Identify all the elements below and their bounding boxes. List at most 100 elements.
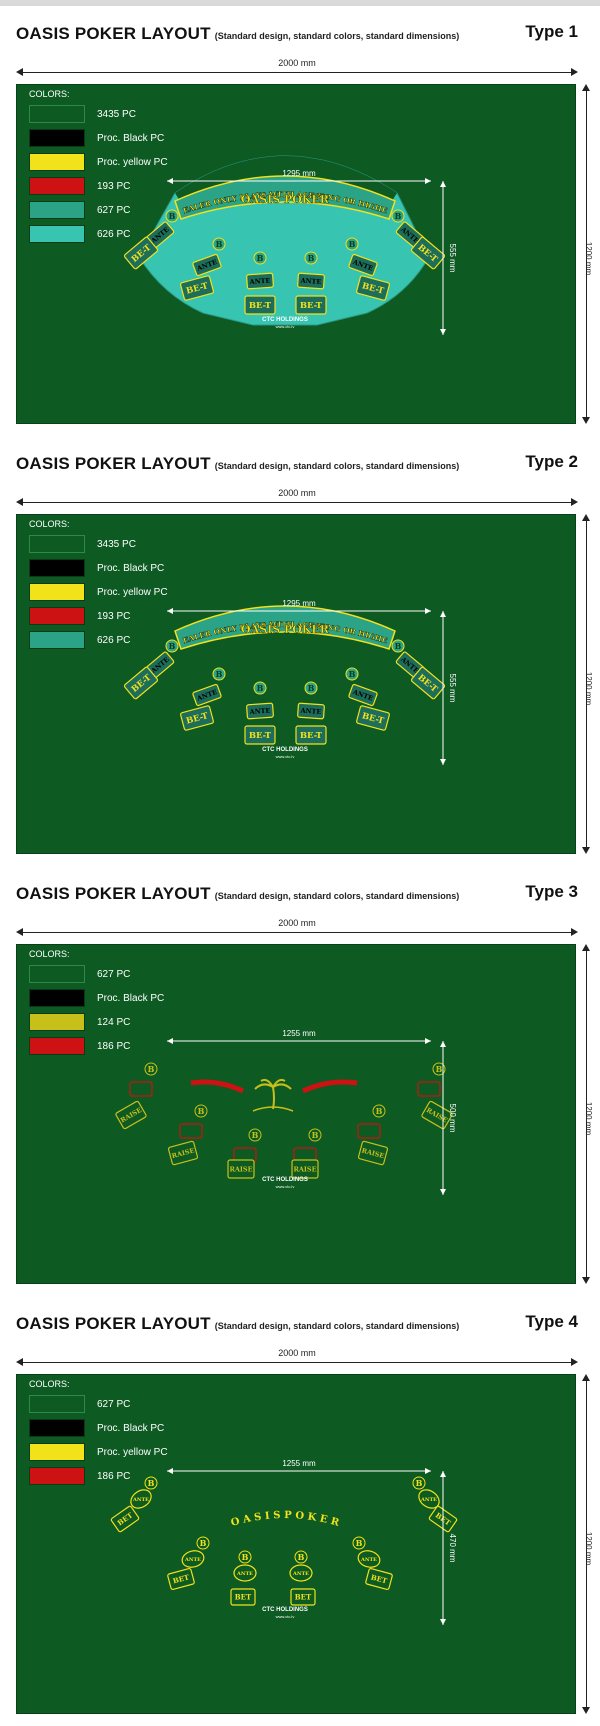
total-width-dimension: 2000 mm — [16, 918, 578, 938]
bet-box-4: BE-T — [295, 725, 327, 745]
bonus-circle-4-letter: B — [298, 1552, 305, 1562]
legend-row-4: 186 PC — [29, 1464, 168, 1488]
sheet-title: OASIS POKER LAYOUT — [16, 24, 211, 43]
color-code-label: 124 PC — [97, 1016, 131, 1028]
color-code-label: Proc. Black PC — [97, 562, 165, 574]
sheet-header: OASIS POKER LAYOUT(Standard design, stan… — [16, 454, 459, 474]
bet-box-1: BET — [110, 1505, 140, 1533]
legend-row-4: 193 PC — [29, 604, 168, 628]
total-height-line — [586, 518, 587, 850]
ante-oval-2 — [181, 1550, 205, 1568]
color-code-label: 627 PC — [97, 1398, 131, 1410]
sheet-subtitle: (Standard design, standard colors, stand… — [214, 891, 460, 901]
ante-box-3-frame — [246, 272, 274, 290]
legend-row-6: 626 PC — [29, 222, 168, 246]
company-website-text: www.ctc.lv — [276, 1614, 295, 1619]
arrow-up-icon — [582, 84, 590, 91]
bet-box-4-frame — [290, 1588, 316, 1606]
ante-box-4: ANTE — [297, 702, 325, 720]
layout-top-cutout — [175, 156, 397, 209]
legend-row-1: 627 PC — [29, 962, 164, 986]
bet-box-6: BE-T — [410, 666, 446, 700]
sheet-title: OASIS POKER LAYOUT — [16, 454, 211, 473]
layout-sheet-type-1: OASIS POKER LAYOUT(Standard design, stan… — [0, 6, 600, 436]
ante-box-1 — [129, 1081, 153, 1097]
legend-row-3: 124 PC — [29, 1010, 164, 1034]
type-label: Type 2 — [525, 452, 578, 471]
company-website-text: www.ctc.lv — [276, 324, 295, 329]
color-code-label: Proc. Black PC — [97, 992, 165, 1004]
layout-width-arrow-right — [425, 1468, 431, 1474]
bonus-circle-6-letter: B — [395, 211, 402, 221]
bonus-circle-4-letter: B — [308, 253, 315, 263]
total-height-label: 1200 mm — [584, 241, 594, 276]
legend-row-1: 3435 PC — [29, 532, 168, 556]
company-logo-text: CTC HOLDINGS — [262, 1607, 308, 1613]
layout-group: O A S I S P O K E RBANTEBETBANTEBETBANTE… — [110, 1459, 458, 1625]
raise-box-5: RAISE — [357, 1140, 389, 1166]
arrow-up-icon — [582, 944, 590, 951]
bet-box-2: BET — [167, 1568, 195, 1590]
arrow-right-icon — [571, 1358, 578, 1366]
bet-box-3-text: BE-T — [249, 731, 272, 741]
layout-height-label: 555 mm — [448, 674, 457, 703]
bet-box-2: BE-T — [180, 705, 214, 731]
ante-box-6 — [417, 1081, 441, 1097]
layout-height-arrow-top — [440, 181, 446, 187]
ante-oval-text-6: ANTE — [420, 1497, 437, 1503]
table-felt: DEALER ONLY PLAYS WITH ACE/KING OR HIGHE… — [16, 84, 576, 424]
ante-oval-6 — [418, 1489, 440, 1509]
bet-box-1-frame — [123, 666, 159, 700]
colors-caption: COLORS: — [29, 1379, 70, 1389]
color-swatch — [29, 1013, 85, 1031]
sheet-header: OASIS POKER LAYOUT(Standard design, stan… — [16, 884, 459, 904]
bonus-circle-4 — [304, 251, 318, 265]
color-code-label: 627 PC — [97, 204, 131, 216]
bonus-circle-5-letter: B — [376, 1106, 383, 1116]
bet-box-5: BET — [365, 1568, 393, 1590]
company-website-text: www.ctc.lv — [276, 754, 295, 759]
bonus-circle-1 — [165, 209, 179, 223]
ante-oval-4 — [289, 1564, 313, 1582]
bonus-circle-1-letter: B — [148, 1478, 155, 1488]
bet-box-5: BE-T — [356, 275, 390, 301]
legend-row-1: 3435 PC — [29, 102, 168, 126]
layout-height-arrow-bottom — [440, 329, 446, 335]
bet-box-2-frame — [167, 1568, 195, 1590]
layout-height-label: 500 mm — [448, 1104, 457, 1133]
layout-width-arrow-left — [167, 608, 173, 614]
color-swatch — [29, 153, 85, 171]
ante-box-5: ANTE — [348, 253, 378, 277]
ante-oval-3 — [233, 1564, 257, 1582]
arrow-right-icon — [571, 928, 578, 936]
total-width-dimension: 2000 mm — [16, 488, 578, 508]
total-height-dimension: 1200 mm — [582, 944, 596, 1284]
ante-box-5-frame — [348, 253, 378, 277]
layout-width-arrow-right — [425, 608, 431, 614]
bet-box-3: BET — [230, 1588, 256, 1606]
bonus-circle-1-letter: B — [169, 211, 176, 221]
color-swatch — [29, 177, 85, 195]
layout-width-arrow-right — [425, 178, 431, 184]
color-swatch — [29, 965, 85, 983]
ante-box-2 — [179, 1123, 203, 1139]
color-code-label: 3435 PC — [97, 108, 136, 120]
ante-box-6-frame — [417, 1081, 441, 1097]
ante-box-5: ANTE — [348, 683, 378, 707]
company-logo-text: CTC HOLDINGS — [262, 747, 308, 753]
bet-box-1-frame — [110, 1505, 140, 1533]
color-code-label: 193 PC — [97, 180, 131, 192]
ante-box-5-frame — [357, 1123, 381, 1139]
bet-box-4: BE-T — [295, 295, 327, 315]
color-code-label: Proc. Black PC — [97, 1422, 165, 1434]
ante-box-4-frame — [297, 272, 325, 290]
layout-height-arrow-top — [440, 611, 446, 617]
total-height-dimension: 1200 mm — [582, 1374, 596, 1714]
total-width-label: 2000 mm — [278, 1348, 316, 1358]
bet-box-1-frame — [123, 236, 159, 270]
ante-box-1: ANTE — [145, 221, 175, 249]
colors-caption: COLORS: — [29, 949, 70, 959]
bet-box-5-frame — [356, 275, 390, 301]
